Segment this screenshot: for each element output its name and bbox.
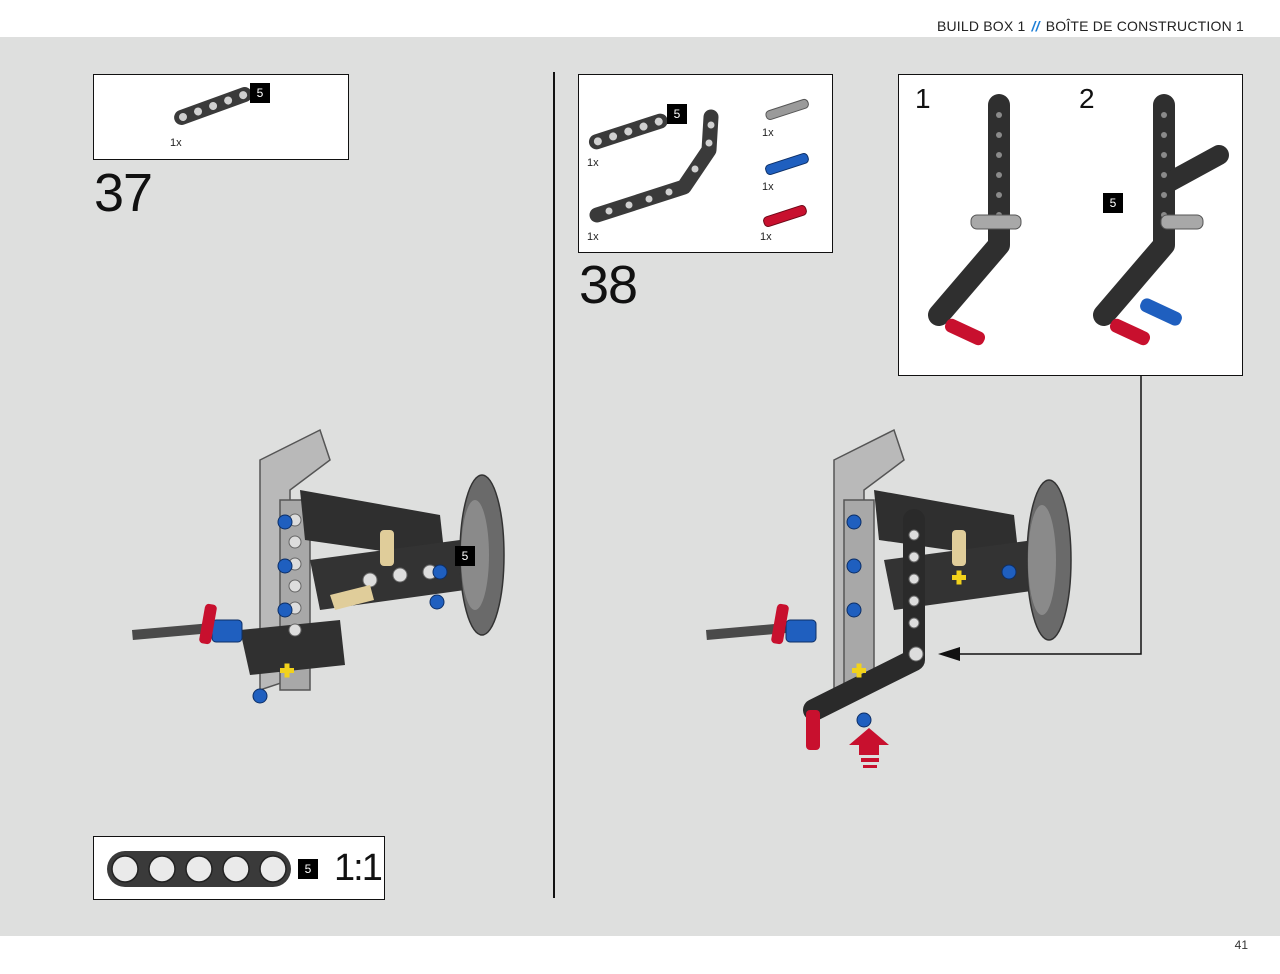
subassembly-step-1-label: 1 xyxy=(915,83,931,114)
step-number: 38 xyxy=(579,255,638,315)
part-quantity: 1x xyxy=(587,231,599,243)
step-divider xyxy=(553,72,555,898)
subassembly-connector-arrow xyxy=(938,376,1142,661)
part-count-badge: 5 xyxy=(250,83,270,103)
beam-5-ruler-icon xyxy=(107,851,291,887)
header-title: BUILD BOX 1 // BOÎTE DE CONSTRUCTION 1 xyxy=(937,18,1244,34)
part-quantity: 1x xyxy=(762,127,774,139)
step-37-assembly-illustration xyxy=(132,428,505,704)
ruler-count-badge: 5 xyxy=(298,859,318,879)
assembly-count-badge: 5 xyxy=(455,546,475,566)
header-title-en: BUILD BOX 1 xyxy=(936,18,1026,34)
step-38-parts-box: 5 1x 1x 1x 1x 1x xyxy=(578,74,833,253)
part-quantity: 1x xyxy=(760,231,772,243)
step-37-parts-box: 5 1x xyxy=(93,74,349,160)
ruler-scale: 1:1 xyxy=(334,847,383,889)
page-header: BUILD BOX 1 // BOÎTE DE CONSTRUCTION 1 xyxy=(0,0,1280,37)
part-quantity: 1x xyxy=(587,157,599,169)
part-quantity: 1x xyxy=(170,137,182,149)
header-separator: // xyxy=(1031,18,1040,34)
step-number: 37 xyxy=(94,163,153,223)
ruler-box: 5 1:1 xyxy=(93,836,385,900)
header-title-fr: BOÎTE DE CONSTRUCTION 1 xyxy=(1045,18,1244,34)
part-quantity: 1x xyxy=(762,181,774,193)
part-count-badge: 5 xyxy=(667,104,687,124)
page-number: 41 xyxy=(1234,938,1248,952)
subassembly-box: 1 2 5 xyxy=(898,74,1243,376)
page-footer: 41 xyxy=(0,936,1280,974)
subassembly-count-badge: 5 xyxy=(1103,193,1123,213)
step-38-parts-icons xyxy=(588,98,809,228)
step-38-assembly-illustration xyxy=(706,428,1072,768)
subassembly-illustration xyxy=(928,94,1229,346)
beam-5-part-icon xyxy=(174,87,253,125)
subassembly-step-2-label: 2 xyxy=(1079,83,1095,114)
